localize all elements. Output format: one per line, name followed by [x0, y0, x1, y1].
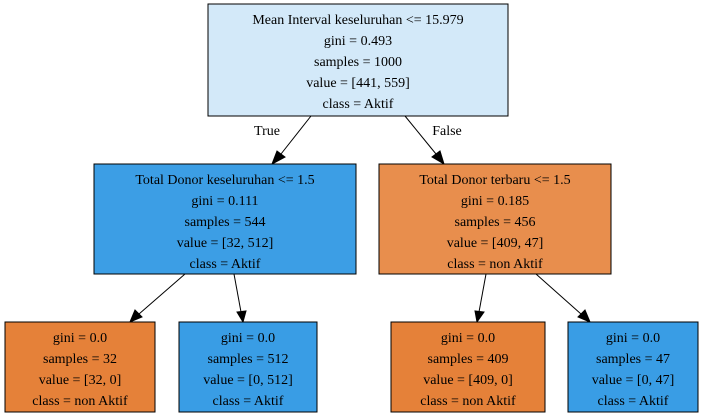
- node-root: Mean Interval keseluruhan <= 15.979 gini…: [207, 3, 509, 117]
- node-left-class: class = Aktif: [190, 257, 261, 272]
- edge-left-leaf2: [233, 273, 242, 313]
- node-leaf2: gini = 0.0 samples = 512 value = [0, 512…: [178, 321, 318, 413]
- node-leaf1-class: class = non Aktif: [32, 394, 128, 409]
- node-leaf4-gini: gini = 0.0: [606, 331, 660, 346]
- node-leaf4-class: class = Aktif: [598, 394, 669, 409]
- edge-left-leaf1: [138, 273, 186, 315]
- node-root-box: [207, 3, 509, 117]
- edges: True False: [129, 115, 591, 324]
- node-root-split: Mean Interval keseluruhan <= 15.979: [252, 13, 463, 28]
- node-leaf3-class: class = non Aktif: [420, 394, 516, 409]
- node-leaf1: gini = 0.0 samples = 32 value = [32, 0] …: [4, 321, 156, 413]
- node-leaf2-box: [178, 321, 318, 413]
- edge-right-leaf4: [535, 273, 582, 315]
- node-left-samples: samples = 544: [185, 215, 266, 230]
- edge-root-right: [404, 115, 437, 155]
- node-root-samples: samples = 1000: [314, 55, 402, 70]
- edge-label-true: True: [254, 124, 280, 139]
- node-leaf2-class: class = Aktif: [213, 394, 284, 409]
- node-leaf3-samples: samples = 409: [428, 352, 509, 367]
- node-leaf2-gini: gini = 0.0: [221, 331, 275, 346]
- node-leaf3-gini: gini = 0.0: [441, 331, 495, 346]
- edge-left-leaf2-arrow: [236, 310, 247, 324]
- edge-right-leaf4-arrow: [577, 309, 591, 323]
- edge-right-leaf3-arrow: [474, 310, 485, 324]
- node-root-value: value = [441, 559]: [306, 76, 410, 91]
- node-leaf3-value: value = [409, 0]: [423, 373, 513, 388]
- edge-left-leaf1-arrow: [129, 309, 143, 323]
- edge-root-left: [280, 115, 312, 155]
- node-right-gini: gini = 0.185: [461, 194, 529, 209]
- edge-root-right-arrow: [431, 150, 445, 166]
- node-left-gini: gini = 0.111: [191, 194, 258, 209]
- node-leaf4: gini = 0.0 samples = 47 value = [0, 47] …: [567, 321, 699, 413]
- node-leaf4-value: value = [0, 47]: [592, 373, 675, 388]
- node-leaf1-box: [4, 321, 156, 413]
- node-leaf4-box: [567, 321, 699, 413]
- node-right: Total Donor terbaru <= 1.5 gini = 0.185 …: [378, 163, 612, 275]
- edge-label-false: False: [432, 124, 462, 139]
- node-left-box: [93, 163, 357, 275]
- node-leaf3: gini = 0.0 samples = 409 value = [409, 0…: [390, 321, 546, 413]
- node-leaf1-samples: samples = 32: [43, 352, 117, 367]
- node-left-value: value = [32, 512]: [177, 236, 274, 251]
- node-leaf2-value: value = [0, 512]: [203, 373, 293, 388]
- node-leaf4-samples: samples = 47: [596, 352, 670, 367]
- edge-right-leaf3: [478, 273, 487, 313]
- node-left-split: Total Donor keseluruhan <= 1.5: [135, 173, 314, 188]
- node-leaf1-value: value = [32, 0]: [39, 373, 122, 388]
- node-right-box: [378, 163, 612, 275]
- node-right-value: value = [409, 47]: [447, 236, 544, 251]
- node-root-gini: gini = 0.493: [324, 34, 392, 49]
- node-right-samples: samples = 456: [455, 215, 536, 230]
- node-leaf3-box: [390, 321, 546, 413]
- node-right-split: Total Donor terbaru <= 1.5: [419, 173, 570, 188]
- node-leaf1-gini: gini = 0.0: [53, 331, 107, 346]
- edge-root-left-arrow: [271, 150, 286, 166]
- node-right-class: class = non Aktif: [447, 257, 543, 272]
- node-left: Total Donor keseluruhan <= 1.5 gini = 0.…: [93, 163, 357, 275]
- node-leaf2-samples: samples = 512: [208, 352, 289, 367]
- node-root-class: class = Aktif: [323, 97, 394, 112]
